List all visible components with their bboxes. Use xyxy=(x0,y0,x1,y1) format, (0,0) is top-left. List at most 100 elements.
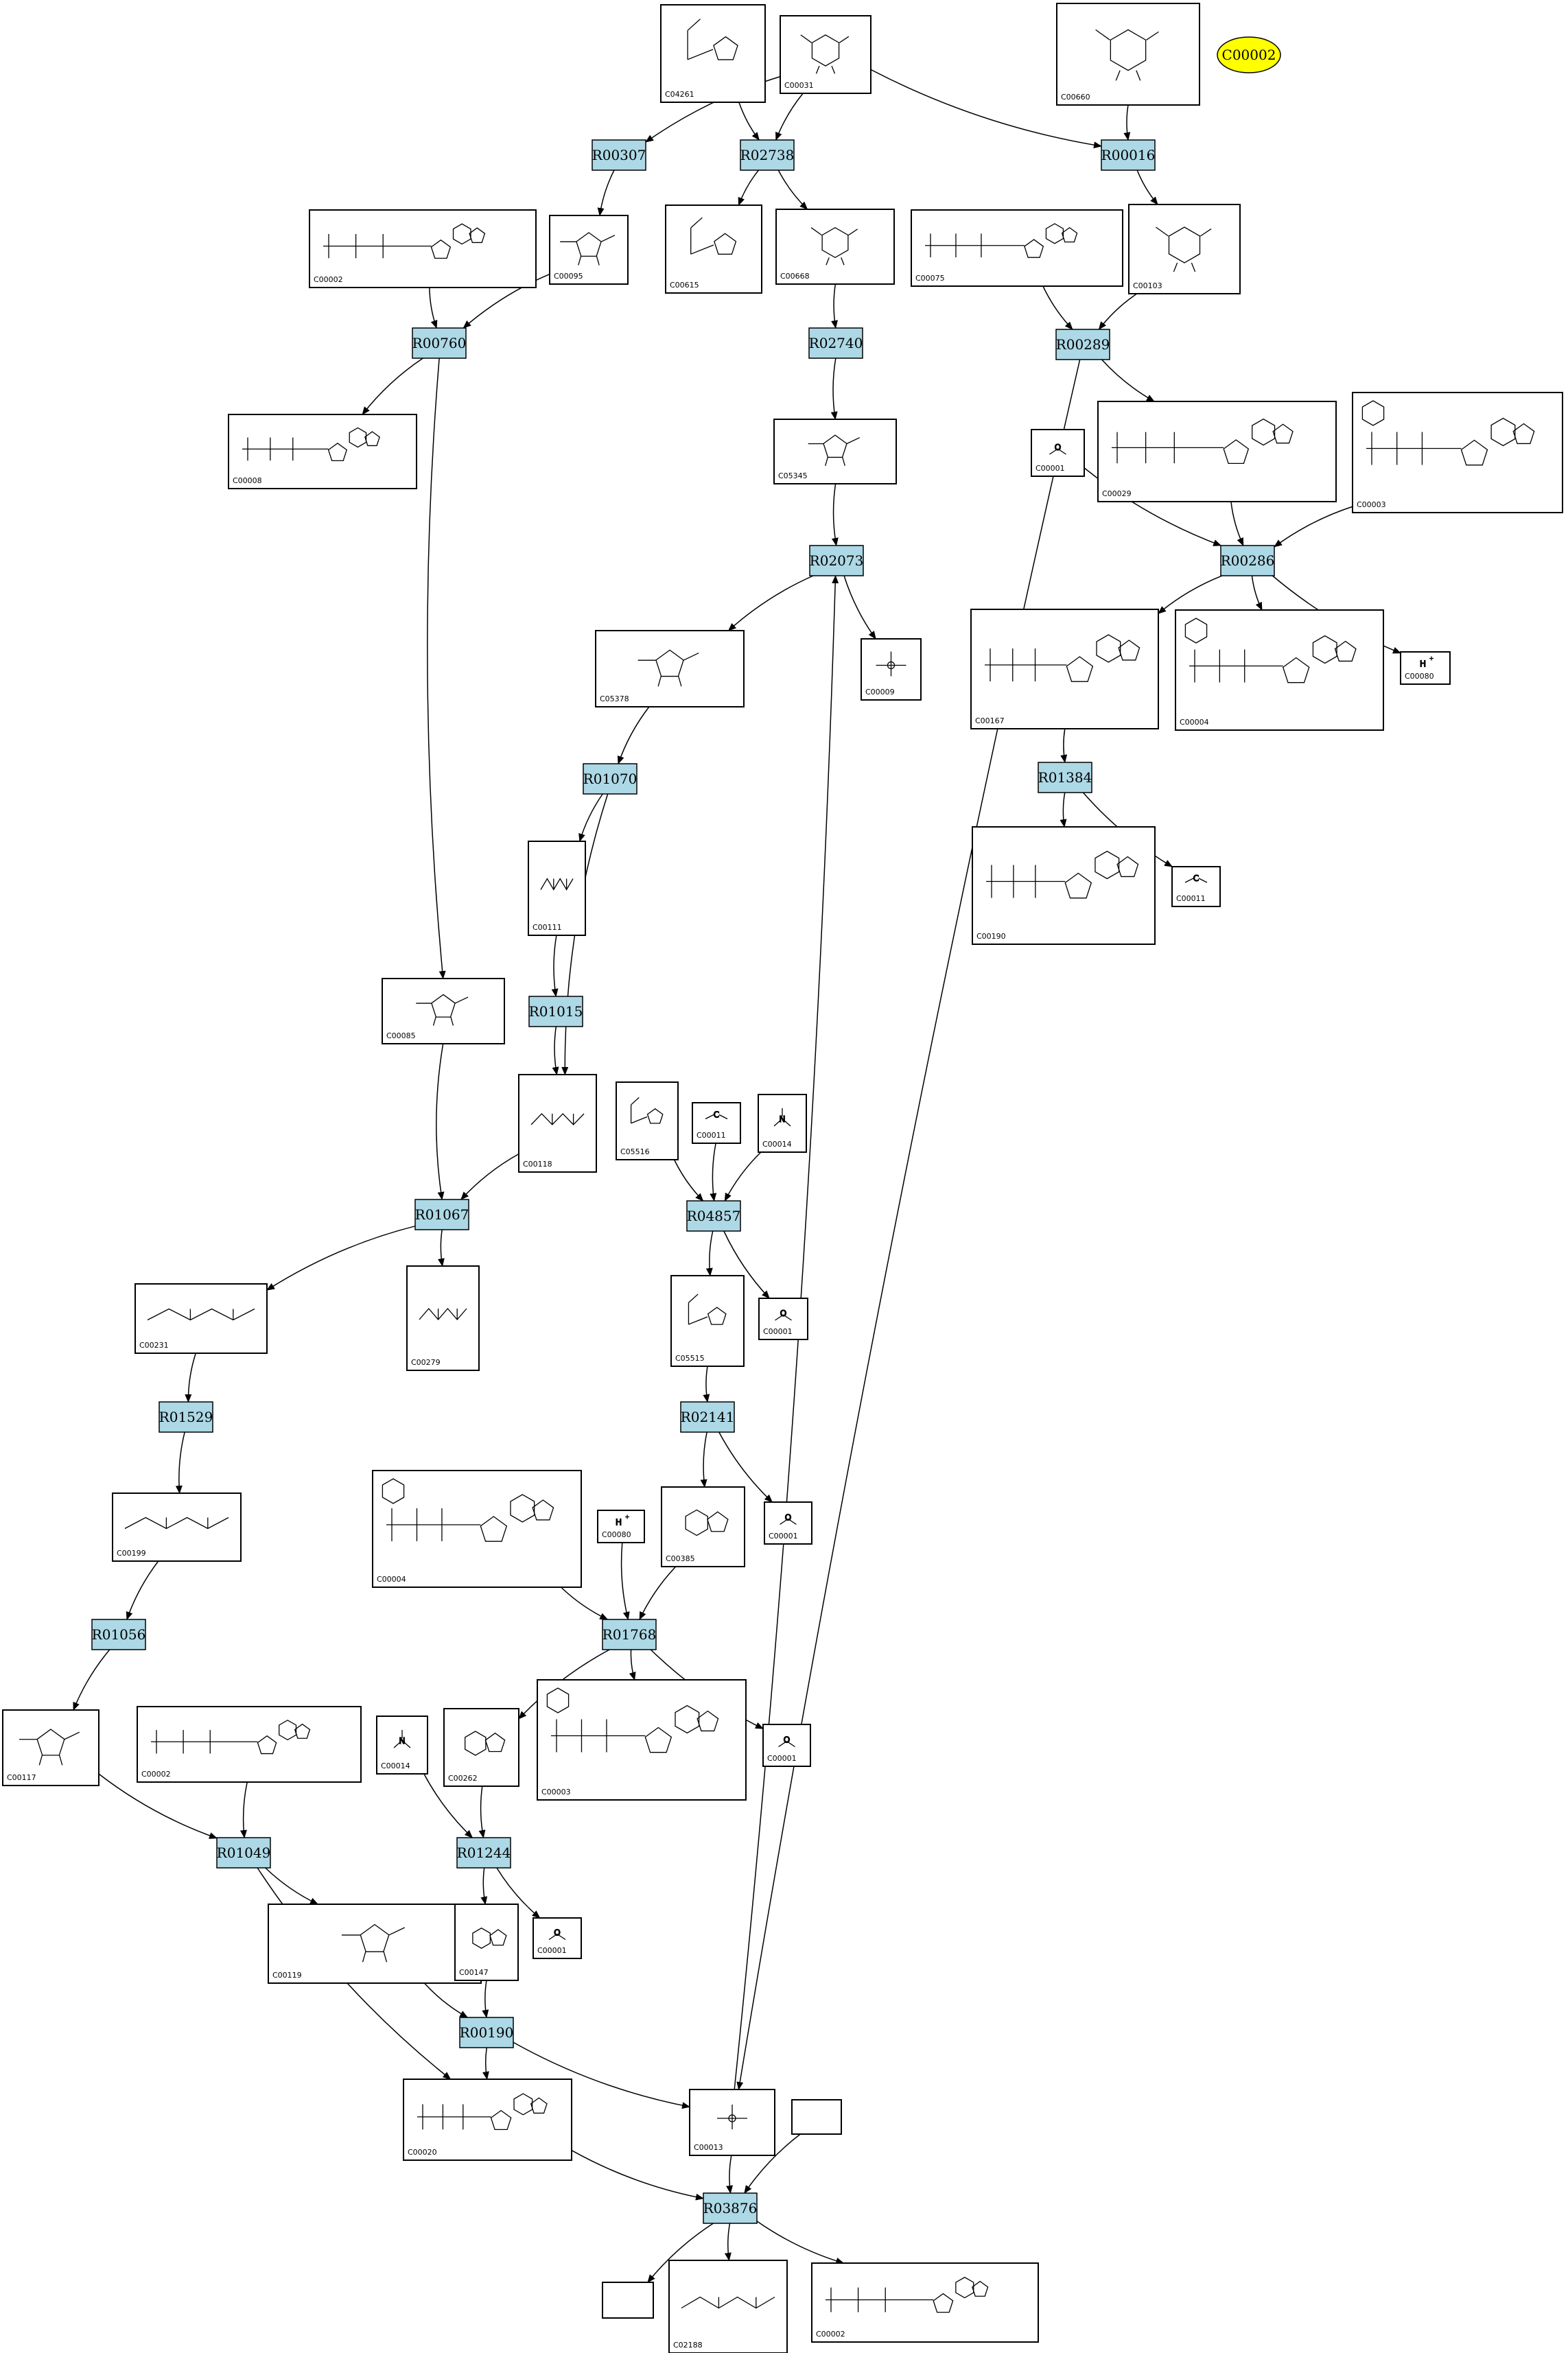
compound-node-c00199[interactable]: C00199 xyxy=(112,1492,242,1562)
svg-text:C: C xyxy=(1193,874,1199,883)
compound-node-c00002-b[interactable]: C00002 xyxy=(137,1706,362,1783)
compound-node-c00002-c[interactable]: C00002 xyxy=(811,2262,1039,2343)
compound-node-blank-b[interactable] xyxy=(602,2282,654,2319)
reaction-node-r01056[interactable]: R01056 xyxy=(91,1619,146,1650)
edge-r03876-to-blank-b xyxy=(647,2223,714,2283)
reaction-node-r00016[interactable]: R00016 xyxy=(1101,139,1156,171)
compound-node-c00660[interactable]: C00660 xyxy=(1056,3,1200,106)
molecule-structure: N xyxy=(393,1730,411,1748)
reaction-node-r00289[interactable]: R00289 xyxy=(1055,329,1110,360)
compound-node-c00279[interactable]: C00279 xyxy=(406,1265,480,1371)
edge-r02141-to-c00385 xyxy=(700,1431,707,1488)
compound-label: C00615 xyxy=(670,281,699,290)
compound-node-c00075[interactable]: C00075 xyxy=(911,209,1123,287)
reaction-node-r00760[interactable]: R00760 xyxy=(412,327,467,359)
compound-node-c00008[interactable]: C00008 xyxy=(228,414,417,489)
compound-node-c00004-b[interactable]: C00004 xyxy=(372,1470,582,1588)
reaction-node-r02141[interactable]: R02141 xyxy=(680,1401,735,1433)
compound-node-c00004-a[interactable]: C00004 xyxy=(1175,609,1384,731)
reaction-node-r00190[interactable]: R00190 xyxy=(459,2017,514,2048)
compound-node-c00119[interactable]: C00119 xyxy=(268,1904,482,1984)
molecule-structure: N xyxy=(773,1108,791,1127)
compound-node-c00103[interactable]: C00103 xyxy=(1128,204,1241,294)
compound-node-c02188[interactable]: C02188 xyxy=(668,2260,788,2353)
compound-node-c00003-a[interactable]: C00003 xyxy=(1352,392,1563,513)
compound-node-c00118[interactable]: C00118 xyxy=(518,1074,597,1173)
compound-label: C00231 xyxy=(139,1341,169,1350)
reaction-node-r00286[interactable]: R00286 xyxy=(1220,545,1275,576)
reaction-node-r00307[interactable]: R00307 xyxy=(592,139,646,171)
compound-node-c00095[interactable]: C00095 xyxy=(549,215,629,285)
compound-node-c00147[interactable]: C00147 xyxy=(454,1904,519,1981)
reaction-node-r01070[interactable]: R01070 xyxy=(583,763,637,795)
compound-node-c00029[interactable]: C00029 xyxy=(1097,401,1337,502)
reaction-node-r03876[interactable]: R03876 xyxy=(703,2192,758,2224)
compound-node-c00031[interactable]: C00031 xyxy=(780,15,871,94)
reaction-node-r01049[interactable]: R01049 xyxy=(216,1837,271,1869)
compound-label: C00111 xyxy=(533,923,562,932)
reaction-node-r01384[interactable]: R01384 xyxy=(1038,762,1092,793)
compound-node-c05378[interactable]: C05378 xyxy=(595,630,745,707)
svg-text:H: H xyxy=(1420,659,1426,669)
molecule-structure xyxy=(530,1113,585,1125)
edge-c00119-to-r00190 xyxy=(423,1982,469,2018)
molecule-structure xyxy=(419,1308,467,1320)
compound-label: C00001 xyxy=(763,1327,793,1336)
reaction-node-r01768[interactable]: R01768 xyxy=(602,1619,657,1650)
svg-text:N: N xyxy=(399,1736,406,1746)
molecule-structure xyxy=(416,994,469,1026)
molecule-structure: H xyxy=(1419,656,1434,669)
compound-node-c00190[interactable]: C00190 xyxy=(972,826,1156,945)
edge-c05515-to-r02141 xyxy=(703,1366,710,1403)
compound-label: C05345 xyxy=(778,471,808,480)
compound-node-c04261[interactable]: C04261 xyxy=(660,4,766,103)
legend-compound-c00002[interactable]: C00002 xyxy=(1217,36,1281,73)
reaction-node-r02738[interactable]: R02738 xyxy=(740,139,795,171)
edge-c00080-b-to-r01768 xyxy=(620,1542,630,1620)
compound-label: C00002 xyxy=(816,2330,845,2339)
compound-node-c00262[interactable]: C00262 xyxy=(443,1708,519,1787)
compound-node-c05515[interactable]: C05515 xyxy=(670,1275,745,1367)
molecule-structure: O xyxy=(778,1735,795,1748)
compound-label: C00020 xyxy=(408,2148,437,2157)
compound-label: C05378 xyxy=(600,694,629,703)
compound-node-c05516[interactable]: C05516 xyxy=(616,1081,679,1160)
compound-node-c00003-b[interactable]: C00003 xyxy=(537,1679,747,1801)
molecule-structure xyxy=(472,1928,507,1949)
reaction-node-r01015[interactable]: R01015 xyxy=(528,996,583,1027)
reaction-node-r04857[interactable]: R04857 xyxy=(686,1200,741,1232)
reaction-node-r01067[interactable]: R01067 xyxy=(414,1199,469,1230)
compound-node-c00085[interactable]: C00085 xyxy=(382,978,505,1044)
compound-node-c00002-a[interactable]: C00002 xyxy=(309,209,537,288)
compound-node-c05345[interactable]: C05345 xyxy=(773,419,897,484)
compound-node-c00117[interactable]: C00117 xyxy=(2,1709,100,1786)
compound-node-c00385[interactable]: C00385 xyxy=(661,1486,745,1567)
compound-node-c00013[interactable]: C00013 xyxy=(689,2089,775,2156)
compound-label: C05515 xyxy=(675,1354,705,1363)
compound-node-c00009-a[interactable]: C00009 xyxy=(861,638,922,701)
compound-node-c00111[interactable]: C00111 xyxy=(528,841,586,936)
compound-node-c00020[interactable]: C00020 xyxy=(403,2079,572,2161)
reaction-node-r02073[interactable]: R02073 xyxy=(809,545,864,576)
compound-node-c00231[interactable]: C00231 xyxy=(134,1283,268,1354)
compound-node-c00167[interactable]: C00167 xyxy=(970,609,1159,729)
compound-node-c00668[interactable]: C00668 xyxy=(775,209,895,285)
compound-node-c00615[interactable]: C00615 xyxy=(665,204,762,294)
reaction-node-r01529[interactable]: R01529 xyxy=(159,1401,213,1433)
reaction-node-r02740[interactable]: R02740 xyxy=(808,327,863,359)
reaction-label: R01056 xyxy=(92,1626,146,1643)
compound-node-blank-a[interactable] xyxy=(791,2099,842,2135)
reaction-node-r01244[interactable]: R01244 xyxy=(456,1837,511,1869)
